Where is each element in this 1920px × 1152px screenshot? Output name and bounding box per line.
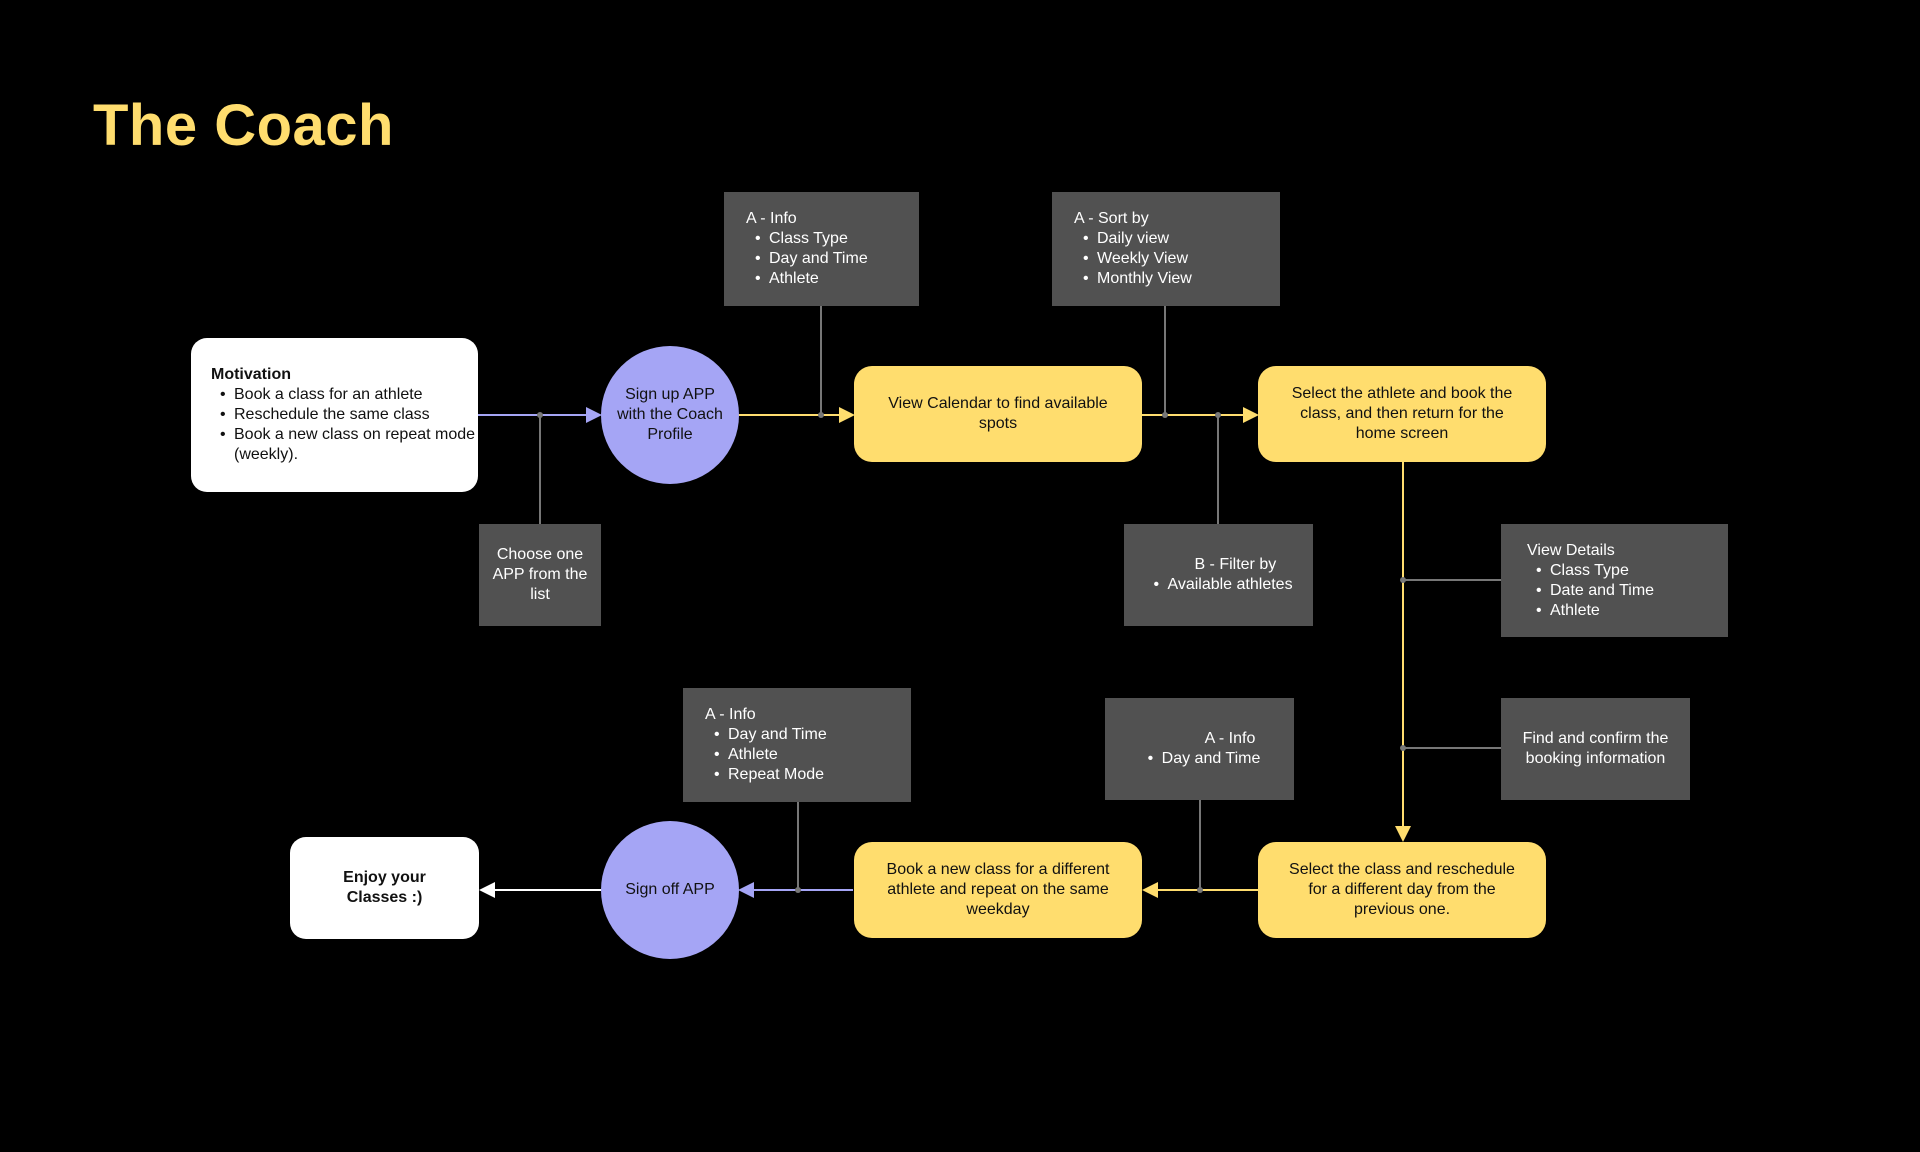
- sign-up-text: Sign up APP with the Coach Profile: [617, 386, 723, 443]
- select-athlete-text: Select the athlete and book the class, a…: [1291, 385, 1513, 442]
- sort-by-box: A - Sort by Daily view Weekly View Month…: [1052, 192, 1280, 306]
- sign-up-circle: Sign up APP with the Coach Profile: [601, 346, 739, 484]
- info-3-list: Day and Time: [1139, 749, 1261, 769]
- filter-by-box: B - Filter by Available athletes: [1124, 524, 1313, 626]
- view-calendar-text: View Calendar to find available spots: [888, 395, 1108, 432]
- list-item: Day and Time: [1148, 749, 1261, 769]
- junction-dot: [1162, 412, 1168, 418]
- list-item: Book a class for an athlete: [220, 385, 478, 405]
- reschedule-text: Select the class and reschedule for a di…: [1289, 861, 1515, 918]
- enjoy-text: Enjoy your Classes :): [343, 869, 426, 906]
- book-new-box: Book a new class for a different athlete…: [854, 842, 1142, 938]
- book-new-text: Book a new class for a different athlete…: [886, 861, 1110, 918]
- find-confirm-text: Find and confirm the booking information: [1522, 730, 1669, 767]
- info-box-3: A - Info Day and Time: [1105, 698, 1294, 800]
- junction-dot: [1400, 577, 1406, 583]
- filter-by-list: Available athletes: [1144, 575, 1292, 595]
- junction-dot: [795, 887, 801, 893]
- list-item: Monthly View: [1083, 269, 1192, 289]
- motivation-title: Motivation: [211, 366, 291, 383]
- sort-by-list: Daily view Weekly View Monthly View: [1074, 229, 1192, 289]
- list-item: Date and Time: [1536, 581, 1654, 601]
- filter-by-title: B - Filter by: [1194, 556, 1277, 573]
- find-confirm-box: Find and confirm the booking information: [1501, 698, 1690, 800]
- enjoy-box: Enjoy your Classes :): [290, 837, 479, 939]
- info-2-title: A - Info: [705, 706, 756, 723]
- reschedule-box: Select the class and reschedule for a di…: [1258, 842, 1546, 938]
- list-item: Day and Time: [755, 249, 868, 269]
- info-3-title: A - Info: [1204, 730, 1256, 747]
- list-item: Day and Time: [714, 725, 827, 745]
- view-details-title: View Details: [1527, 541, 1615, 559]
- junction-dot: [818, 412, 824, 418]
- view-details-list: Class Type Date and Time Athlete: [1527, 561, 1654, 621]
- junction-dot: [1197, 887, 1203, 893]
- list-item: Available athletes: [1153, 575, 1292, 595]
- list-item: Athlete: [1536, 601, 1654, 621]
- list-item: Book a new class on repeat mode (weekly)…: [220, 425, 478, 465]
- info-1-title: A - Info: [746, 210, 797, 227]
- junction-dot: [537, 412, 543, 418]
- list-item: Daily view: [1083, 229, 1192, 249]
- sort-by-title: A - Sort by: [1074, 210, 1149, 227]
- page-title: The Coach: [93, 93, 394, 158]
- list-item: Class Type: [1536, 561, 1654, 581]
- view-details-box: View Details Class Type Date and Time At…: [1501, 524, 1728, 637]
- info-2-list: Day and Time Athlete Repeat Mode: [705, 725, 827, 785]
- list-item: Reschedule the same class: [220, 405, 478, 425]
- view-calendar-box: View Calendar to find available spots: [854, 366, 1142, 462]
- info-1-list: Class Type Day and Time Athlete: [746, 229, 868, 289]
- list-item: Weekly View: [1083, 249, 1192, 269]
- junction-dot: [1215, 412, 1221, 418]
- motivation-box: Motivation Book a class for an athlete R…: [191, 338, 478, 492]
- info-box-2: A - Info Day and Time Athlete Repeat Mod…: [683, 688, 911, 802]
- choose-app-text: Choose one APP from the list: [492, 546, 588, 603]
- junction-dot: [1400, 745, 1406, 751]
- list-item: Athlete: [755, 269, 868, 289]
- list-item: Athlete: [714, 745, 827, 765]
- select-athlete-box: Select the athlete and book the class, a…: [1258, 366, 1546, 462]
- sign-off-text: Sign off APP: [625, 881, 715, 898]
- list-item: Class Type: [755, 229, 868, 249]
- motivation-list: Book a class for an athlete Reschedule t…: [211, 385, 478, 465]
- sign-off-circle: Sign off APP: [601, 821, 739, 959]
- list-item: Repeat Mode: [714, 765, 827, 785]
- info-box-1: A - Info Class Type Day and Time Athlete: [724, 192, 919, 306]
- choose-app-box: Choose one APP from the list: [479, 524, 601, 626]
